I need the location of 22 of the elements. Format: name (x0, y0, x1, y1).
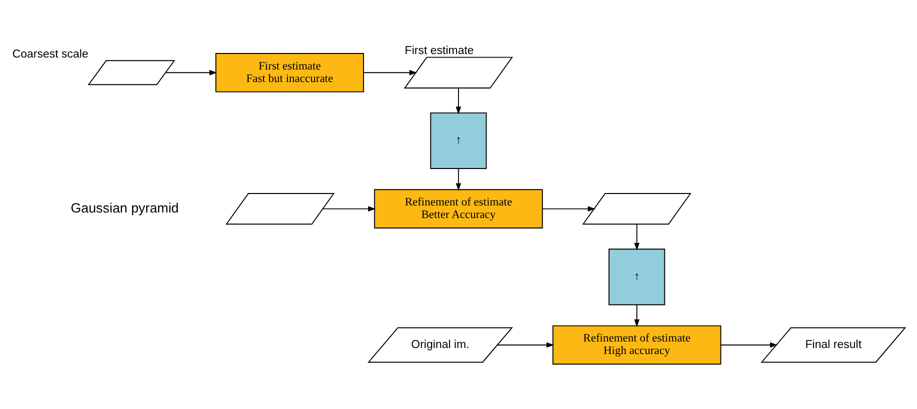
node-box: ↑ (608, 248, 666, 306)
arrow (456, 168, 462, 191)
node-parallelogram (88, 60, 176, 86)
arrow (322, 206, 376, 212)
arrow (363, 70, 418, 76)
node-parallelogram (226, 193, 335, 225)
arrow (634, 304, 640, 328)
arrow (165, 70, 218, 76)
arrow (456, 88, 462, 114)
node-label: First estimate (404, 45, 474, 58)
label: Gaussian pyramid (70, 200, 179, 216)
arrow (542, 206, 596, 212)
arrow (634, 224, 640, 250)
node-parallelogram (582, 193, 692, 225)
node-box: Refinement of estimate Better Accuracy (374, 189, 543, 228)
node-parallelogram (404, 56, 514, 88)
arrow (496, 342, 554, 348)
node-box: Refinement of estimate High accuracy (552, 325, 722, 365)
node-box: First estimate Fast but inaccurate (215, 52, 364, 92)
node-label: Coarsest scale (12, 48, 88, 60)
arrow (720, 342, 778, 348)
node-box: ↑ (430, 112, 487, 170)
